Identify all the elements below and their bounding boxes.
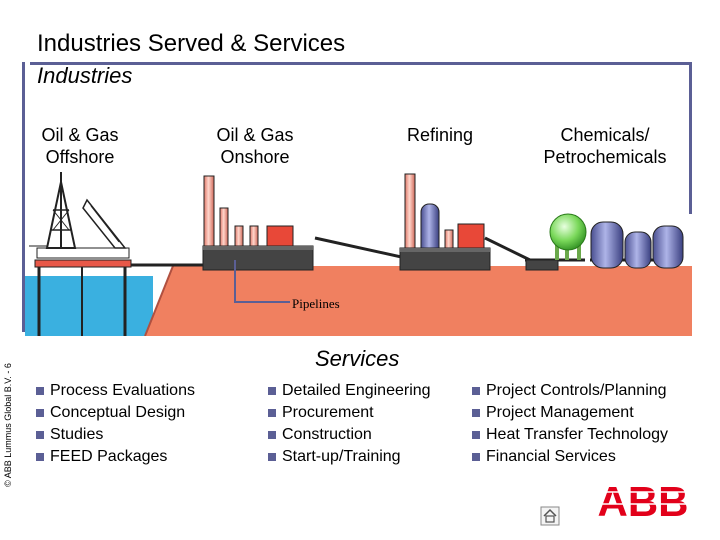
frame-top-rule [30,62,692,65]
industry-onshore-line1: Oil & Gas [216,125,294,145]
pipeline-2 [314,236,416,262]
service-item: Start-up/Training [268,446,431,468]
abb-logo-text: ABB [598,480,688,520]
industry-chemicals-line2: Petrochemicals [543,147,667,167]
industry-chemicals: Chemicals/ Petrochemicals [525,124,685,168]
frame-right-rule [689,62,692,214]
offshore-platform [29,172,132,336]
service-item: Detailed Engineering [268,380,431,402]
home-icon[interactable] [540,506,560,526]
service-item: Procurement [268,402,431,424]
pipelines-label: Pipelines [292,296,340,311]
service-item: Project Controls/Planning [472,380,668,402]
onshore-facility [202,175,314,271]
copyright-text: © ABB Lummus Global B.V. - 6 [3,363,13,487]
service-item: Studies [36,424,195,446]
services-heading: Services [315,346,400,371]
industry-refining: Refining [390,124,490,146]
services-column-3: Project Controls/Planning Project Manage… [472,380,668,468]
industry-onshore-line2: Onshore [220,147,290,167]
service-item: Heat Transfer Technology [472,424,668,446]
services-column-2: Detailed Engineering Procurement Constru… [268,380,431,468]
industry-refining-line1: Refining [406,125,474,145]
refining-facility [399,173,491,271]
industries-illustration [25,172,692,336]
service-item: Project Management [472,402,668,424]
service-item: Financial Services [472,446,668,468]
industry-chemicals-line1: Chemicals/ [560,125,650,145]
junction-block [525,259,559,271]
service-item: Construction [268,424,431,446]
services-column-1: Process Evaluations Conceptual Design St… [36,380,195,468]
slide-title: Industries Served & Services [37,30,346,57]
industry-offshore-line2: Offshore [45,147,115,167]
copyright-vertical: © ABB Lummus Global B.V. - 6 [0,360,16,490]
chemicals-facility [549,213,684,269]
abb-logo: ABB [598,480,688,520]
industry-offshore: Oil & Gas Offshore [30,124,130,168]
frame-left-rule [22,62,25,332]
ground [145,266,692,336]
industry-offshore-line1: Oil & Gas [41,125,119,145]
service-item: Conceptual Design [36,402,195,424]
pipeline-3 [484,236,531,262]
industry-onshore: Oil & Gas Onshore [205,124,305,168]
industries-heading: Industries [37,63,133,88]
service-item: Process Evaluations [36,380,195,402]
service-item: FEED Packages [36,446,195,468]
pipelines-callout-line [234,260,290,303]
sea [25,276,153,336]
